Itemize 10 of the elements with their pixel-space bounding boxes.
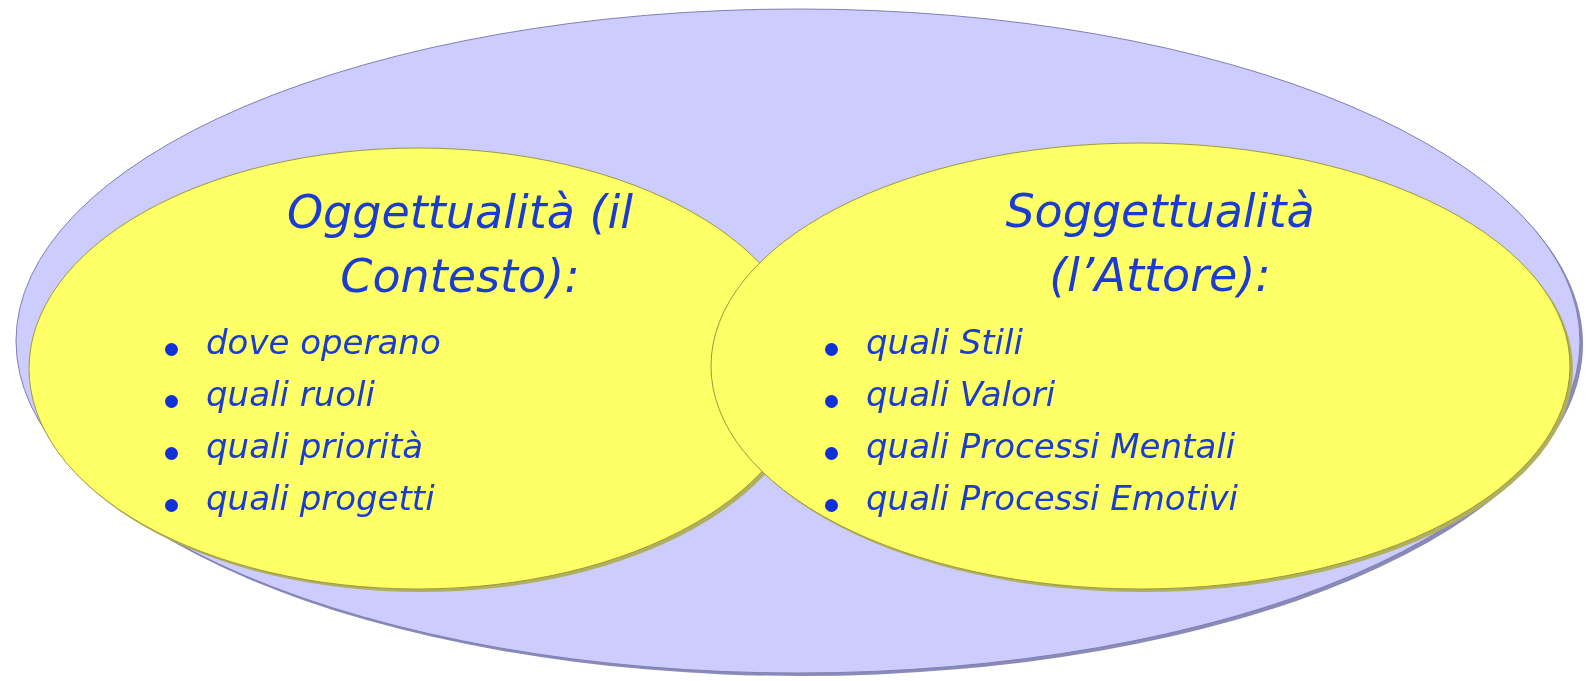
ellipse-heading: Soggettualità (l’Attore): [1004, 183, 1316, 304]
bullet-text: quali progetti [206, 477, 435, 520]
ellipse-heading: Oggettualità (il Contesto): [285, 184, 635, 305]
bullet-text: quali Processi Mentali [866, 425, 1236, 468]
bullet-text: quali Processi Emotivi [866, 477, 1238, 520]
bullet-text: quali priorità [206, 425, 424, 468]
bullet-text: quali Valori [866, 373, 1056, 416]
bullet-text: quali Stili [866, 321, 1023, 364]
bullet-text: dove operano [206, 321, 441, 364]
bullet-text: quali ruoli [206, 373, 375, 416]
